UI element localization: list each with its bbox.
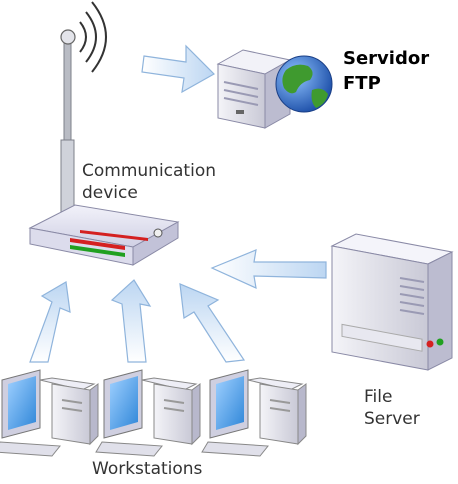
workstation-icon [95,369,201,457]
communication-device-label-line-2: device [82,183,138,203]
workstation-icon [201,369,307,457]
arrow-to-ftp [141,44,215,94]
ftp-server-label-line-1: Servidor [343,48,430,69]
globe-icon [275,55,333,113]
communication-device-label: Communication device [82,160,216,204]
workstations-label: Workstations [92,459,203,479]
ftp-server-label-line-2: FTP [343,73,381,94]
file-server-label: File Server [364,386,420,430]
workstation-icon [0,369,99,457]
communication-device-label-line-1: Communication [82,161,216,181]
file-server-label-line-2: Server [364,409,420,429]
arrow-from-file-server [210,249,327,290]
arrow-ws-3 [179,283,246,363]
arrow-ws-2 [110,279,152,363]
arrow-ws-1 [29,281,71,363]
file-server-icon [330,233,454,371]
file-server-label-line-1: File [364,387,393,407]
ftp-server-label: Servidor FTP [343,46,429,96]
router-icon [28,204,180,266]
